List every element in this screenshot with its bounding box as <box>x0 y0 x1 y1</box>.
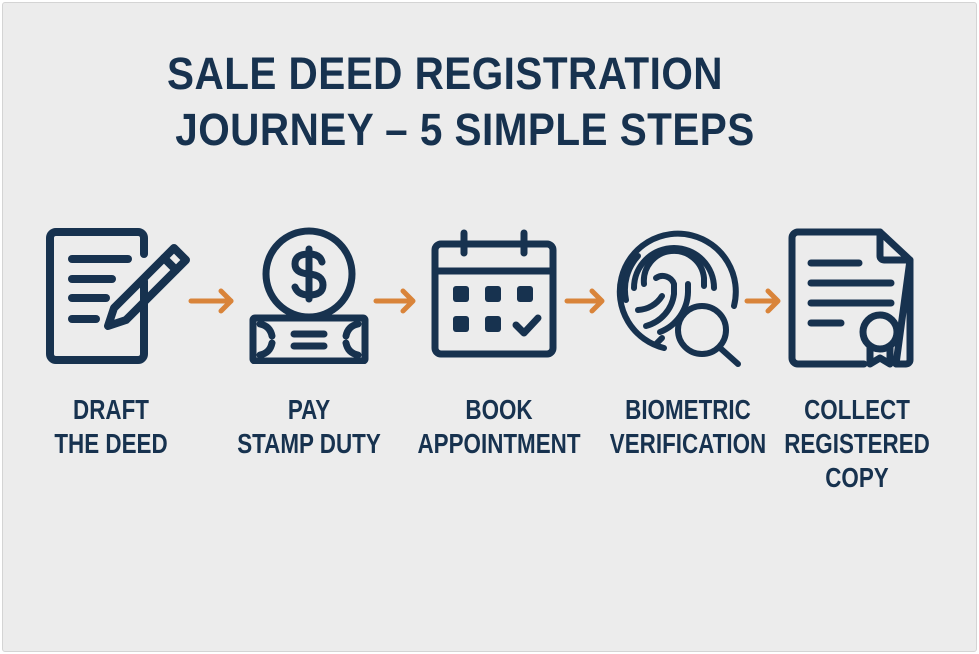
calendar-check-icon <box>430 227 558 359</box>
step-label-collect-registered-copy: COLLECT REGISTERED COPY <box>769 393 945 495</box>
label-line: APPOINTMENT <box>417 428 581 459</box>
arrow-right-icon <box>564 288 606 319</box>
arrow-right-icon <box>373 288 417 319</box>
step-label-pay-stamp-duty: PAY STAMP DUTY <box>221 393 397 461</box>
label-line: COPY <box>825 462 889 493</box>
coin-money-icon <box>248 224 370 364</box>
label-line: BIOMETRIC <box>625 394 751 425</box>
label-line: COLLECT <box>804 394 910 425</box>
fingerprint-search-icon <box>616 226 750 368</box>
arrow-right-icon <box>188 288 236 319</box>
label-line: REGISTERED <box>784 428 930 459</box>
certificate-document-icon <box>786 226 916 368</box>
label-line: VERIFICATION <box>609 428 767 459</box>
step-label-book-appointment: BOOK APPOINTMENT <box>411 393 587 461</box>
label-line: STAMP DUTY <box>237 428 381 459</box>
label-line: DRAFT <box>73 394 149 425</box>
label-line: PAY <box>287 394 331 425</box>
arrow-right-icon <box>744 288 782 319</box>
label-line: THE DEED <box>54 428 168 459</box>
step-label-biometric-verification: BIOMETRIC VERIFICATION <box>600 393 776 461</box>
title-line-2: JOURNEY – 5 SIMPLE STEPS <box>175 104 755 155</box>
title-line-1: SALE DEED REGISTRATION <box>167 48 723 99</box>
step-label-draft-the-deed: DRAFT THE DEED <box>23 393 199 461</box>
label-line: BOOK <box>465 394 533 425</box>
document-pencil-icon <box>44 226 194 368</box>
